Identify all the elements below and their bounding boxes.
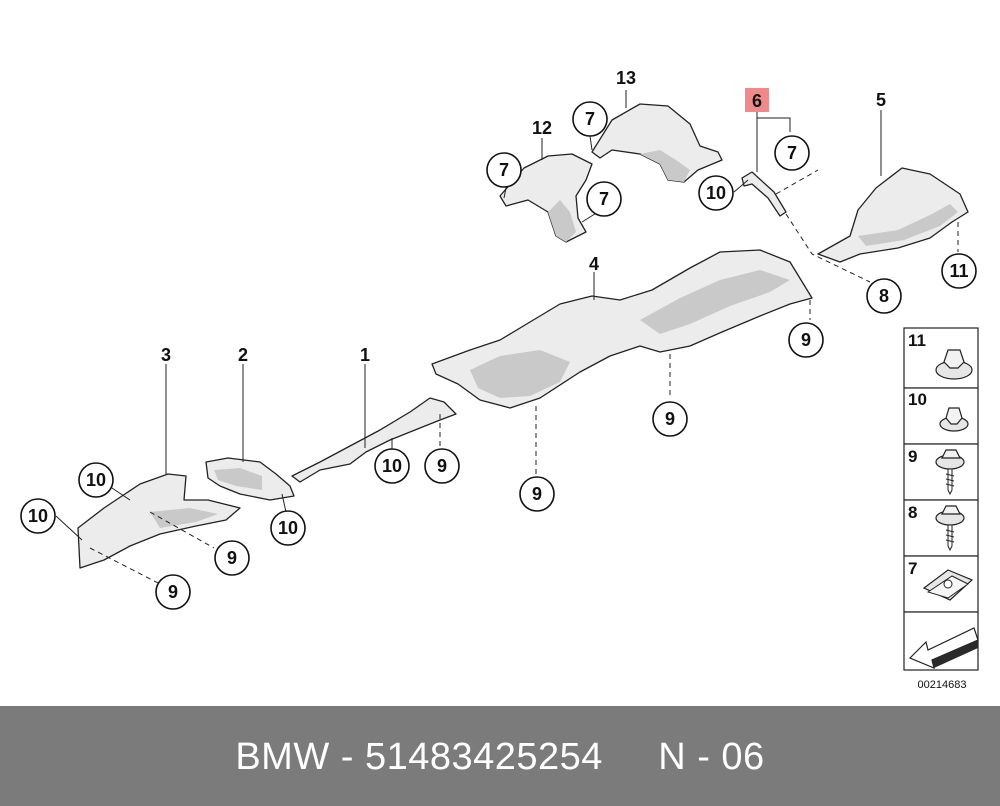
legend-label: 8 <box>908 503 917 522</box>
callout-8: 8 <box>866 278 902 314</box>
svg-text:9: 9 <box>801 330 811 350</box>
part-6-bracket <box>741 171 787 217</box>
footer-part-number: BMW - 51483425254 N - 06 <box>235 736 765 778</box>
part-2-heat-shield <box>205 457 295 501</box>
svg-text:8: 8 <box>879 286 889 306</box>
label-part-5: 5 <box>876 90 886 110</box>
callout-10: 10 <box>698 175 734 211</box>
callout-11: 11 <box>941 253 977 289</box>
part-4-tunnel-heat-shield <box>431 249 813 409</box>
part-13-heat-shield <box>591 103 723 183</box>
label-part-4: 4 <box>589 254 599 274</box>
callout-9: 9 <box>788 322 824 358</box>
label-part-3: 3 <box>161 345 171 365</box>
leader-lines <box>55 90 959 585</box>
callout-9: 9 <box>424 448 460 484</box>
clip-nut-icon <box>922 569 974 601</box>
svg-text:9: 9 <box>532 484 542 504</box>
svg-text:7: 7 <box>599 189 609 209</box>
svg-text:7: 7 <box>499 160 509 180</box>
svg-text:7: 7 <box>585 109 595 129</box>
callout-9: 9 <box>519 476 555 512</box>
svg-text:10: 10 <box>28 506 48 526</box>
nut-icon <box>935 349 973 380</box>
small-nut-icon <box>939 407 969 432</box>
callout-9: 9 <box>214 540 250 576</box>
callouts: 7 7 7 7 10 11 8 9 9 9 9 10 10 10 10 9 9 <box>20 101 977 610</box>
svg-text:9: 9 <box>227 548 237 568</box>
svg-text:10: 10 <box>382 456 402 476</box>
svg-text:9: 9 <box>665 409 675 429</box>
callout-9: 9 <box>652 401 688 437</box>
legend-label: 11 <box>908 331 926 350</box>
part-12-heat-shield <box>499 153 593 243</box>
fastener-legend: 11 10 9 8 7 <box>903 327 979 691</box>
part-3-heat-shield <box>77 473 241 569</box>
callout-9: 9 <box>155 574 191 610</box>
legend-label: 7 <box>908 559 917 578</box>
svg-text:10: 10 <box>278 518 298 538</box>
part-number-labels: 13 12 6 5 4 3 2 1 <box>161 68 886 365</box>
label-part-1: 1 <box>360 345 370 365</box>
svg-text:9: 9 <box>437 456 447 476</box>
callout-7: 7 <box>572 101 608 137</box>
legend-label: 10 <box>908 390 927 409</box>
svg-text:11: 11 <box>949 261 968 281</box>
part-5-heat-shield <box>817 167 969 263</box>
diagram-number: 00214683 <box>918 679 967 691</box>
label-part-12: 12 <box>532 118 552 138</box>
label-part-13: 13 <box>616 68 636 88</box>
direction-arrow-icon <box>908 627 979 670</box>
label-part-6: 6 <box>752 91 762 111</box>
callout-10: 10 <box>270 510 306 546</box>
screw-icon <box>935 505 965 552</box>
parts-diagram: 13 12 6 5 4 3 2 1 7 7 7 7 10 11 8 9 9 9 … <box>20 68 979 691</box>
label-part-2: 2 <box>238 345 248 365</box>
screw-icon <box>935 449 965 496</box>
callout-10: 10 <box>374 448 410 484</box>
callout-7: 7 <box>774 135 810 171</box>
svg-text:10: 10 <box>706 183 726 203</box>
svg-text:7: 7 <box>787 143 797 163</box>
svg-text:9: 9 <box>168 582 178 602</box>
callout-10: 10 <box>78 462 114 498</box>
callout-10: 10 <box>20 498 56 534</box>
callout-7: 7 <box>586 181 622 217</box>
callout-7: 7 <box>486 152 522 188</box>
footer-bar <box>0 706 1000 806</box>
legend-label: 9 <box>908 447 917 466</box>
svg-text:10: 10 <box>86 470 106 490</box>
highlight-part-6 <box>745 88 769 112</box>
